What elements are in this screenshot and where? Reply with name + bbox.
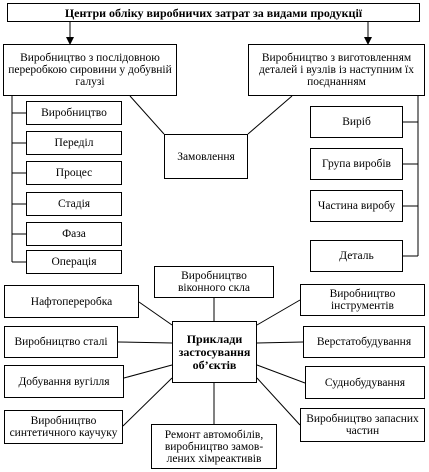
left-item-5: Фаза <box>26 222 122 246</box>
right-group-header: Виробництво з виготовленням деталей і ву… <box>248 44 425 96</box>
right-item-3: Частина виробу <box>310 190 403 222</box>
examples-hub: Приклади застосування об’єктів <box>172 321 257 383</box>
left-item-6: Операція <box>26 250 122 274</box>
example-left-1: Нафтопереробка <box>4 285 139 318</box>
right-item-1: Виріб <box>310 106 403 138</box>
example-left-2: Виробництво сталі <box>4 326 118 358</box>
left-item-2: Переділ <box>26 131 122 155</box>
example-right-3: Суднобудування <box>305 366 425 399</box>
example-left-3: Добування вугілля <box>4 365 124 398</box>
right-item-2: Група виробів <box>310 148 403 180</box>
left-group-header: Виробництво з послідовною переробкою сир… <box>3 44 177 96</box>
title-box: Центри обліку виробничих затрат за видам… <box>7 3 420 22</box>
left-item-3: Процес <box>26 161 122 185</box>
example-right-2: Верстатобудування <box>303 326 425 358</box>
orders-box: Замовлення <box>164 134 248 179</box>
example-left-4: Виробництво синтетичного каучуку <box>4 410 123 444</box>
example-bottom: Ремонт автомобілів, виробництво замов-ле… <box>151 424 277 469</box>
right-item-4: Деталь <box>310 240 403 272</box>
left-item-1: Виробництво <box>26 101 122 125</box>
example-top: Виробництво віконного скла <box>154 266 274 298</box>
example-right-4: Виробництво запасних частин <box>300 408 425 442</box>
left-item-4: Стадія <box>26 192 122 216</box>
example-right-1: Виробництво інструментів <box>300 284 425 316</box>
